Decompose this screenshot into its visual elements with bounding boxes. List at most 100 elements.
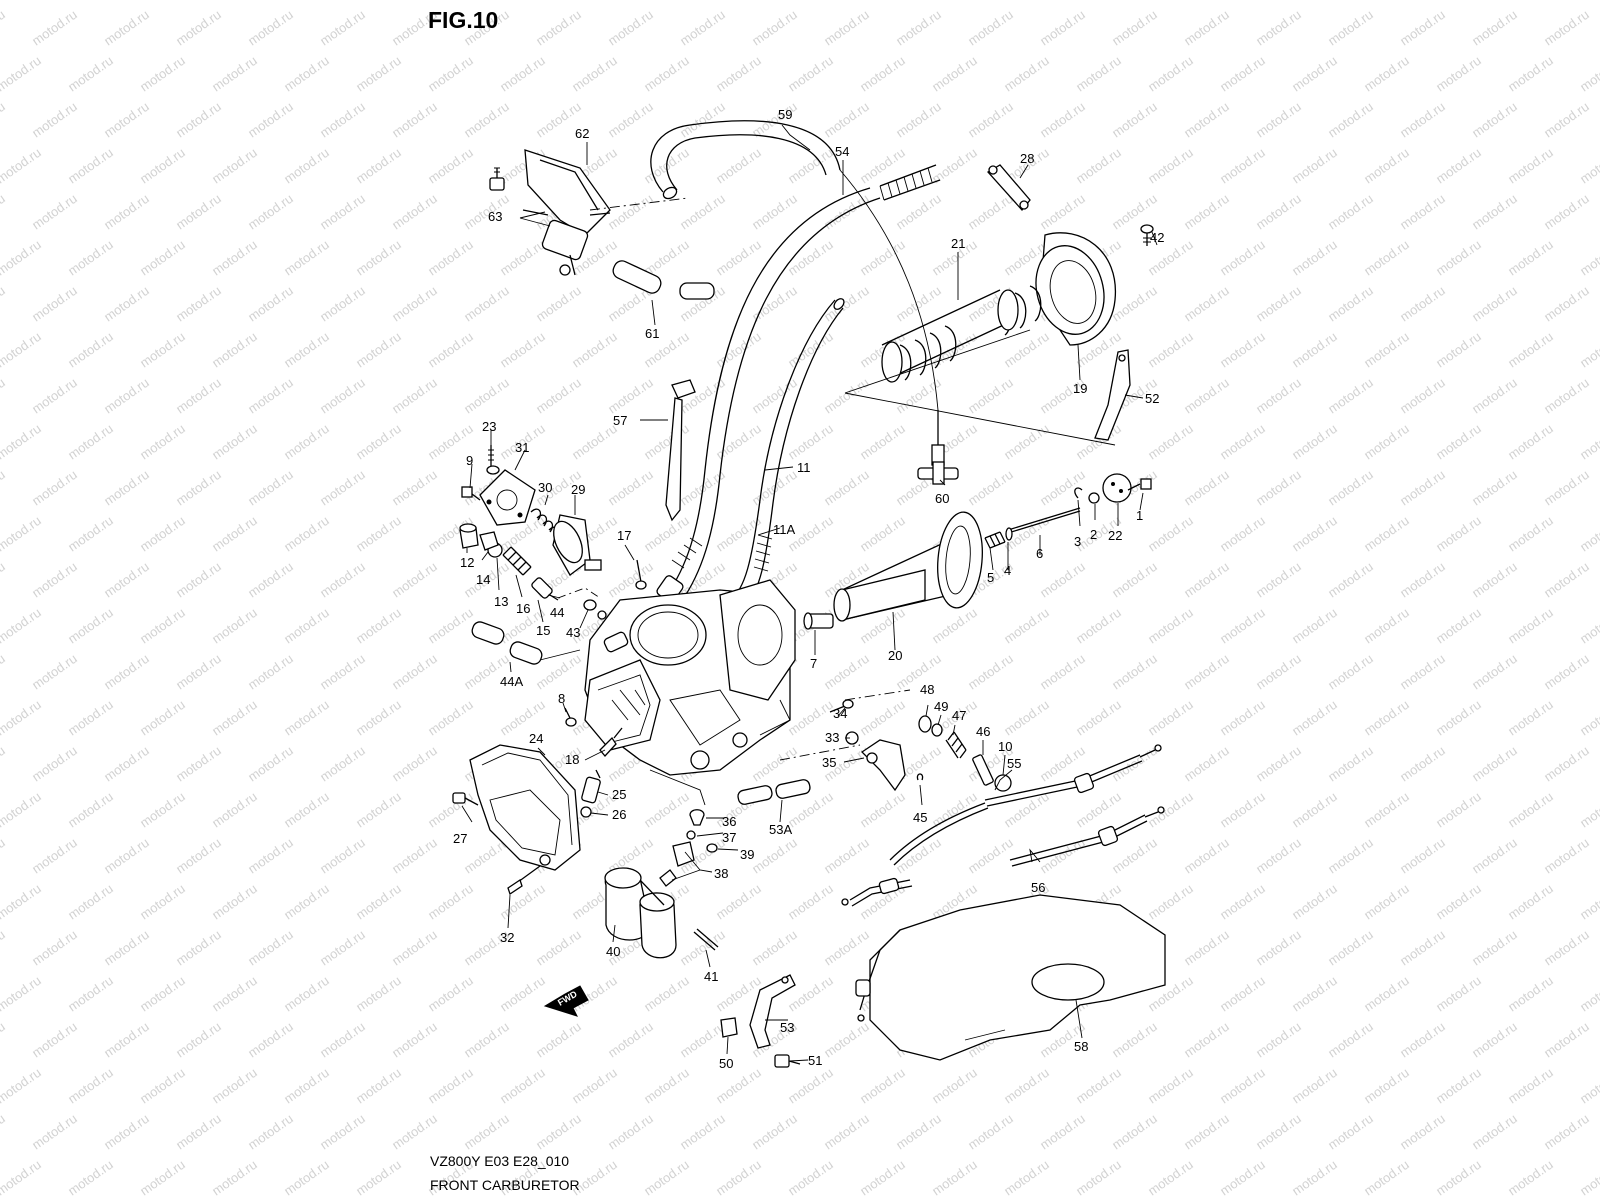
screw-17: [635, 559, 647, 590]
watermark-text: motod.ru: [0, 329, 44, 371]
watermark-text: motod.ru: [1145, 53, 1196, 95]
watermark-text: motod.ru: [1577, 789, 1600, 831]
watermark-text: motod.ru: [1181, 467, 1232, 509]
watermark-text: motod.ru: [65, 421, 116, 463]
watermark-text: motod.ru: [1109, 559, 1160, 601]
callout-49: 49: [934, 699, 948, 714]
watermark-text: motod.ru: [317, 651, 368, 693]
watermark-text: motod.ru: [425, 53, 476, 95]
watermark-text: motod.ru: [785, 53, 836, 95]
callout-61: 61: [645, 326, 659, 341]
watermark-text: motod.ru: [1001, 53, 1052, 95]
watermark-text: motod.ru: [281, 0, 332, 2]
screw-34: [829, 699, 854, 713]
watermark-text: motod.ru: [821, 7, 872, 49]
watermark-text: motod.ru: [281, 605, 332, 647]
watermark-text: motod.ru: [0, 283, 8, 325]
watermark-text: motod.ru: [1397, 927, 1448, 969]
watermark-text: motod.ru: [1577, 513, 1600, 555]
watermark-text: motod.ru: [317, 7, 368, 49]
watermark-text: motod.ru: [353, 881, 404, 923]
watermark-text: motod.ru: [1505, 697, 1556, 739]
watermark-text: motod.ru: [0, 7, 8, 49]
callout-1: 1: [1136, 508, 1143, 523]
watermark-text: motod.ru: [1577, 697, 1600, 739]
watermark-text: motod.ru: [65, 1065, 116, 1107]
watermark-text: motod.ru: [317, 743, 368, 785]
watermark-text: motod.ru: [0, 605, 44, 647]
watermark-text: motod.ru: [209, 0, 260, 2]
watermark-text: motod.ru: [1145, 1065, 1196, 1107]
watermark-text: motod.ru: [1469, 559, 1520, 601]
jet-25: [581, 769, 601, 804]
watermark-text: motod.ru: [929, 789, 980, 831]
diaphragm-29: [552, 514, 602, 576]
bracket-28: [986, 164, 1031, 212]
watermark-text: motod.ru: [245, 835, 296, 877]
watermark-text: motod.ru: [1001, 605, 1052, 647]
watermark-text: motod.ru: [1325, 283, 1376, 325]
watermark-text: motod.ru: [1073, 605, 1124, 647]
watermark-text: motod.ru: [1073, 0, 1124, 2]
watermark-text: motod.ru: [1325, 375, 1376, 417]
callout-42: 42: [1150, 230, 1164, 245]
watermark-text: motod.ru: [1253, 927, 1304, 969]
watermark-text: motod.ru: [65, 145, 116, 187]
watermark-text: motod.ru: [137, 421, 188, 463]
part-drawings: FWD: [452, 120, 1166, 1068]
callout-48: 48: [920, 682, 934, 697]
watermark-text: motod.ru: [713, 237, 764, 279]
watermark-text: motod.ru: [0, 651, 8, 693]
watermark-text: motod.ru: [1505, 789, 1556, 831]
callout-45: 45: [913, 810, 927, 825]
watermark-text: motod.ru: [1397, 1111, 1448, 1153]
watermark-text: motod.ru: [965, 7, 1016, 49]
watermark-text: motod.ru: [1001, 1065, 1052, 1107]
bracket-35: [860, 739, 906, 792]
watermark-text: motod.ru: [0, 467, 8, 509]
callout-21: 21: [951, 236, 965, 251]
heat-shield-58: [869, 894, 1166, 1061]
callout-44: 44: [550, 605, 564, 620]
watermark-text: motod.ru: [245, 191, 296, 233]
callout-29: 29: [571, 482, 585, 497]
watermark-text: motod.ru: [929, 1065, 980, 1107]
fitting-43: [583, 599, 607, 620]
watermark-text: motod.ru: [101, 835, 152, 877]
watermark-text: motod.ru: [425, 789, 476, 831]
screw-9: [461, 486, 481, 501]
watermark-text: motod.ru: [1325, 743, 1376, 785]
watermark-text: motod.ru: [1253, 651, 1304, 693]
callout-20: 20: [888, 648, 902, 663]
watermark-text: motod.ru: [101, 651, 152, 693]
watermark-text: motod.ru: [713, 421, 764, 463]
watermark-text: motod.ru: [29, 1111, 80, 1153]
watermark-text: motod.ru: [1181, 99, 1232, 141]
watermark-text: motod.ru: [1505, 1065, 1556, 1107]
watermark-text: motod.ru: [1001, 421, 1052, 463]
callout-51: 51: [808, 1053, 822, 1068]
watermark-text: motod.ru: [893, 99, 944, 141]
watermark-text: motod.ru: [1037, 7, 1088, 49]
watermark-text: motod.ru: [137, 1157, 188, 1199]
watermark-text: motod.ru: [533, 7, 584, 49]
watermark-text: motod.ru: [173, 743, 224, 785]
watermark-text: motod.ru: [929, 53, 980, 95]
clip-3: [1074, 487, 1083, 499]
watermark-text: motod.ru: [1361, 421, 1412, 463]
watermark-text: motod.ru: [353, 237, 404, 279]
watermark-text: motod.ru: [281, 421, 332, 463]
callout-2: 2: [1090, 527, 1097, 542]
jet-18: [599, 727, 623, 757]
watermark-text: motod.ru: [1541, 1019, 1592, 1061]
watermark-text: motod.ru: [1253, 375, 1304, 417]
watermark-text: motod.ru: [929, 605, 980, 647]
watermark-text: motod.ru: [425, 237, 476, 279]
watermark-text: motod.ru: [1325, 99, 1376, 141]
screw-1: [1127, 478, 1152, 491]
watermark-text: motod.ru: [641, 1065, 692, 1107]
watermark-text: motod.ru: [29, 927, 80, 969]
watermark-text: motod.ru: [0, 743, 8, 785]
watermark-text: motod.ru: [1433, 145, 1484, 187]
watermark-text: motod.ru: [1145, 0, 1196, 2]
